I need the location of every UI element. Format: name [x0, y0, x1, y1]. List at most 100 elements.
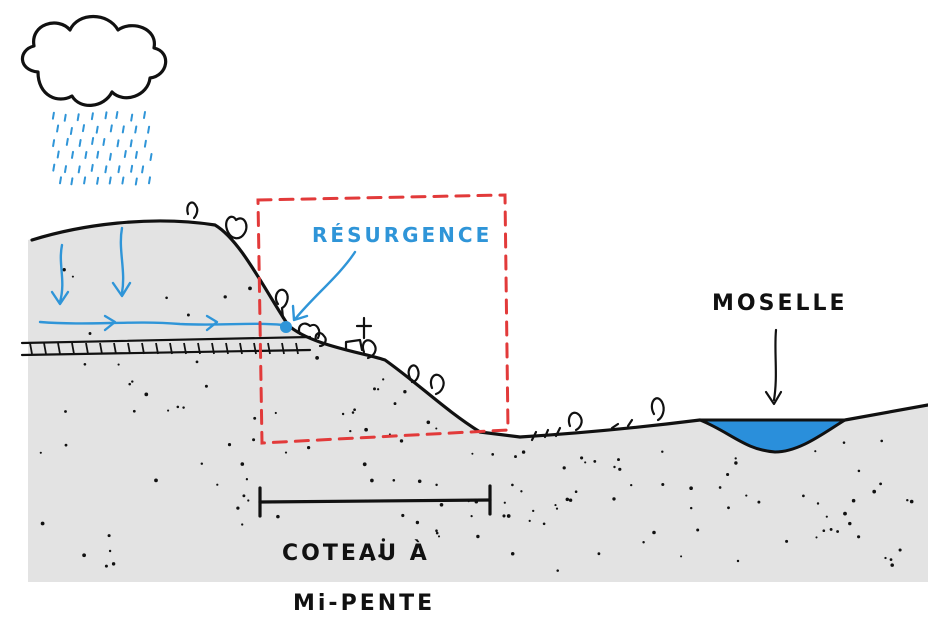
soil-dot — [520, 490, 522, 492]
soil-dot — [196, 361, 199, 364]
soil-dot — [689, 486, 693, 490]
soil-dot — [476, 535, 479, 538]
resurgence-label: RÉSURGENCE — [312, 223, 492, 247]
soil-dot — [584, 461, 586, 463]
rain-drop — [144, 112, 145, 118]
soil-dot — [532, 510, 534, 512]
soil-dot — [899, 548, 902, 551]
soil-dot — [144, 393, 148, 397]
soil-dot — [843, 512, 847, 516]
soil-dot — [177, 406, 180, 409]
soil-dot — [89, 332, 92, 335]
soil-dot — [435, 484, 437, 486]
rain-drop — [92, 138, 93, 144]
soil-dot — [82, 553, 86, 557]
resurgence-arrow — [296, 252, 355, 318]
soil-dot — [522, 450, 525, 453]
rain-drop — [111, 125, 112, 131]
soil-dot — [363, 462, 367, 466]
rain-drop — [53, 165, 54, 171]
tree-icon — [569, 413, 582, 430]
soil-dot — [342, 413, 344, 415]
soil-dot — [228, 443, 231, 446]
soil-dot — [826, 516, 828, 518]
rain-drop — [65, 115, 66, 121]
soil-dot — [105, 565, 108, 568]
coteau-label-line2: Mi-PENTE — [293, 591, 435, 616]
soil-dot — [241, 462, 245, 466]
rain-drop — [110, 178, 111, 184]
soil-dot — [556, 569, 559, 572]
rain-drop — [136, 179, 137, 185]
soil-dot — [315, 356, 319, 360]
soil-dot — [802, 495, 805, 498]
soil-dot — [370, 479, 374, 483]
rain-drop — [53, 140, 54, 146]
soil-dot — [872, 490, 876, 494]
soil-dot — [63, 268, 66, 271]
soil-dot — [830, 528, 833, 531]
grave-icon — [346, 340, 362, 350]
soil-dot — [205, 385, 208, 388]
soil-dot — [613, 466, 615, 468]
soil-dot — [696, 529, 699, 532]
soil-dot — [394, 402, 397, 405]
soil-dot — [65, 444, 68, 447]
soil-dot — [836, 530, 839, 533]
soil-dot — [241, 523, 243, 525]
ground-section — [28, 221, 928, 582]
cloud-icon — [22, 17, 165, 106]
rain-drop — [67, 139, 68, 145]
moselle-label: MOSELLE — [712, 291, 848, 316]
soil-dot — [112, 562, 115, 565]
soil-dot — [275, 412, 277, 414]
rain-drop — [72, 152, 73, 158]
soil-dot — [529, 520, 531, 522]
tree-icon — [431, 375, 444, 394]
soil-dot — [131, 380, 133, 382]
soil-dot — [880, 440, 883, 443]
rain-drop — [53, 113, 54, 119]
soil-dot — [735, 457, 737, 459]
soil-dot — [307, 446, 310, 449]
soil-dot — [353, 408, 356, 411]
soil-dot — [84, 363, 87, 366]
soil-dot — [652, 531, 656, 535]
rain-drop — [131, 166, 132, 172]
rain-drop — [80, 140, 81, 146]
rain-drop — [71, 128, 72, 134]
rain-drop — [110, 154, 111, 160]
soil-dot — [364, 428, 368, 432]
soil-dot — [890, 558, 893, 561]
soil-dot — [133, 410, 136, 413]
soil-dot — [246, 478, 248, 480]
soil-dot — [154, 479, 158, 483]
soil-dot — [690, 507, 692, 509]
soil-dot — [182, 406, 184, 408]
soil-dot — [642, 541, 644, 543]
rain-drop — [149, 177, 150, 183]
rain-drop — [105, 166, 106, 172]
soil-dot — [814, 450, 816, 452]
rain-drop — [92, 165, 93, 171]
rain-drop — [57, 126, 58, 132]
soil-dot — [248, 287, 252, 291]
soil-dot — [285, 452, 287, 454]
tree-icon — [226, 217, 246, 238]
soil-dot — [352, 411, 355, 414]
soil-dot — [440, 503, 444, 507]
soil-dot — [661, 450, 663, 452]
soil-dot — [64, 410, 67, 413]
soil-dot — [427, 421, 431, 425]
soil-dot — [726, 473, 729, 476]
soil-dot — [563, 466, 566, 469]
soil-dot — [403, 390, 406, 393]
rain-drop — [119, 166, 120, 172]
soil-dot — [187, 314, 190, 317]
soil-dot — [242, 494, 245, 497]
spring-point — [280, 321, 292, 333]
coteau-label-line1: COTEAU À — [282, 540, 430, 566]
rain-drop — [78, 114, 79, 120]
soil-dot — [817, 502, 819, 504]
soil-dot — [504, 502, 506, 504]
